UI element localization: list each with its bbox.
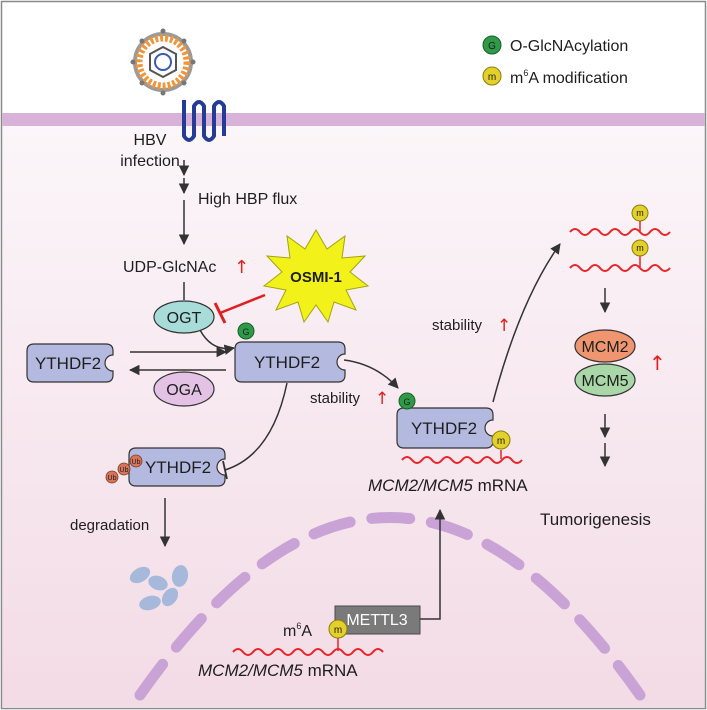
m6a-badge-nucleus-text: m	[334, 625, 342, 636]
svg-text:Ub: Ub	[108, 475, 117, 482]
ythdf2-mid-shape	[234, 341, 346, 383]
ub-icon	[105, 470, 119, 484]
ogt-label: OGT	[167, 310, 202, 327]
degradation-label: degradation	[70, 517, 149, 534]
ythdf2-ub-shape	[128, 447, 226, 487]
glcnac-badge-mid	[237, 322, 255, 340]
osmi-inhibition-bar	[213, 302, 227, 324]
hbv-virus-icon	[130, 28, 196, 96]
osmi-inhibition-line	[219, 293, 266, 315]
hbv-label-line1: HBV	[134, 132, 167, 149]
mcm-up-arrow: ↑	[649, 351, 666, 375]
udp-glcnac-label: UDP-GlcNAc	[123, 259, 216, 276]
legend: G O-GlcNAcylation m m6A modification	[482, 35, 628, 87]
ythdf2-ub-label: YTHDF2	[145, 458, 211, 477]
degraded-fragments	[129, 565, 189, 611]
mettl3-label: METTL3	[346, 612, 407, 629]
stability-label-1: stability	[310, 390, 361, 407]
svg-text:Ub: Ub	[120, 467, 129, 474]
legend-m6a-icon	[482, 66, 502, 86]
osmi-label: OSMI-1	[290, 269, 342, 286]
m6a-badge-top-2	[631, 239, 649, 257]
udp-up-arrow: ↑	[234, 257, 249, 278]
mcm2-label: MCM2	[581, 339, 628, 356]
stability-up-arrow-1: ↑	[375, 389, 389, 409]
m6a-badge-top-1-text: m	[636, 208, 644, 218]
mcm5-ellipse	[574, 363, 636, 397]
osmi-starburst	[262, 229, 370, 324]
svg-text:Ub: Ub	[132, 459, 141, 466]
m6a-badge-top-1	[631, 204, 649, 222]
tumorigenesis-label: Tumorigenesis	[540, 510, 651, 529]
m6a-nucleus-label: m6A	[283, 621, 312, 640]
legend-m6a-badge: m	[488, 72, 496, 83]
mcm2-ellipse	[574, 329, 636, 363]
arrow-to-released-mrna	[492, 243, 561, 403]
mcm5-label: MCM5	[581, 373, 628, 390]
legend-glcnac-label: O-GlcNAcylation	[510, 38, 628, 55]
mrna-strand-complex	[401, 456, 523, 464]
arrow-to-complex	[343, 359, 399, 389]
ythdf2-left-shape	[26, 343, 114, 383]
cell-membrane	[2, 113, 705, 126]
legend-glcnac-icon	[482, 35, 502, 55]
hbp-flux-label: High HBP flux	[198, 191, 297, 208]
glcnac-badge-mid-text: G	[242, 327, 249, 337]
hbv-label-line2: infection	[120, 153, 180, 170]
legend-m6a-label: m6A modification	[510, 68, 628, 87]
ogt-ellipse	[153, 300, 215, 334]
oga-ellipse	[153, 371, 215, 407]
ub-icon	[117, 462, 131, 476]
m6a-badge-nucleus	[328, 619, 348, 639]
ogt-catalysis-arrow	[199, 329, 236, 355]
oga-label: OGA	[166, 382, 202, 399]
receptor-icon	[182, 100, 226, 142]
legend-glcnac-badge: G	[488, 41, 496, 52]
m6a-badge-top-2-text: m	[636, 243, 644, 253]
mrna-label-nucleus: MCM2/MCM5 mRNA	[198, 661, 358, 680]
glcnac-badge-complex-text: G	[403, 397, 410, 407]
inhibit-degradation-line	[224, 382, 288, 471]
mettl3-box	[334, 605, 421, 635]
nucleus-envelope	[134, 512, 646, 701]
ythdf2-mid-label: YTHDF2	[254, 353, 320, 372]
mrna-strand-top-2	[569, 264, 671, 272]
ubiquitin-chain: Ub Ub Ub	[105, 454, 143, 484]
glcnac-badge-complex	[398, 392, 416, 410]
ythdf2-complex-label: YTHDF2	[411, 419, 477, 438]
inhibit-degradation-bar	[222, 460, 228, 480]
m6a-badge-complex-text: m	[497, 436, 505, 447]
m6a-badge-complex	[491, 430, 511, 450]
arrow-export	[420, 508, 446, 620]
stability-up-arrow-2: ↑	[497, 316, 511, 336]
ub-icon	[129, 454, 143, 468]
mrna-label-complex: MCM2/MCM5 mRNA	[368, 476, 528, 495]
ythdf2-left-label: YTHDF2	[35, 354, 101, 373]
stability-label-2: stability	[432, 317, 483, 334]
mrna-strand-top-1	[569, 228, 671, 236]
mrna-strand-nucleus	[232, 648, 384, 656]
